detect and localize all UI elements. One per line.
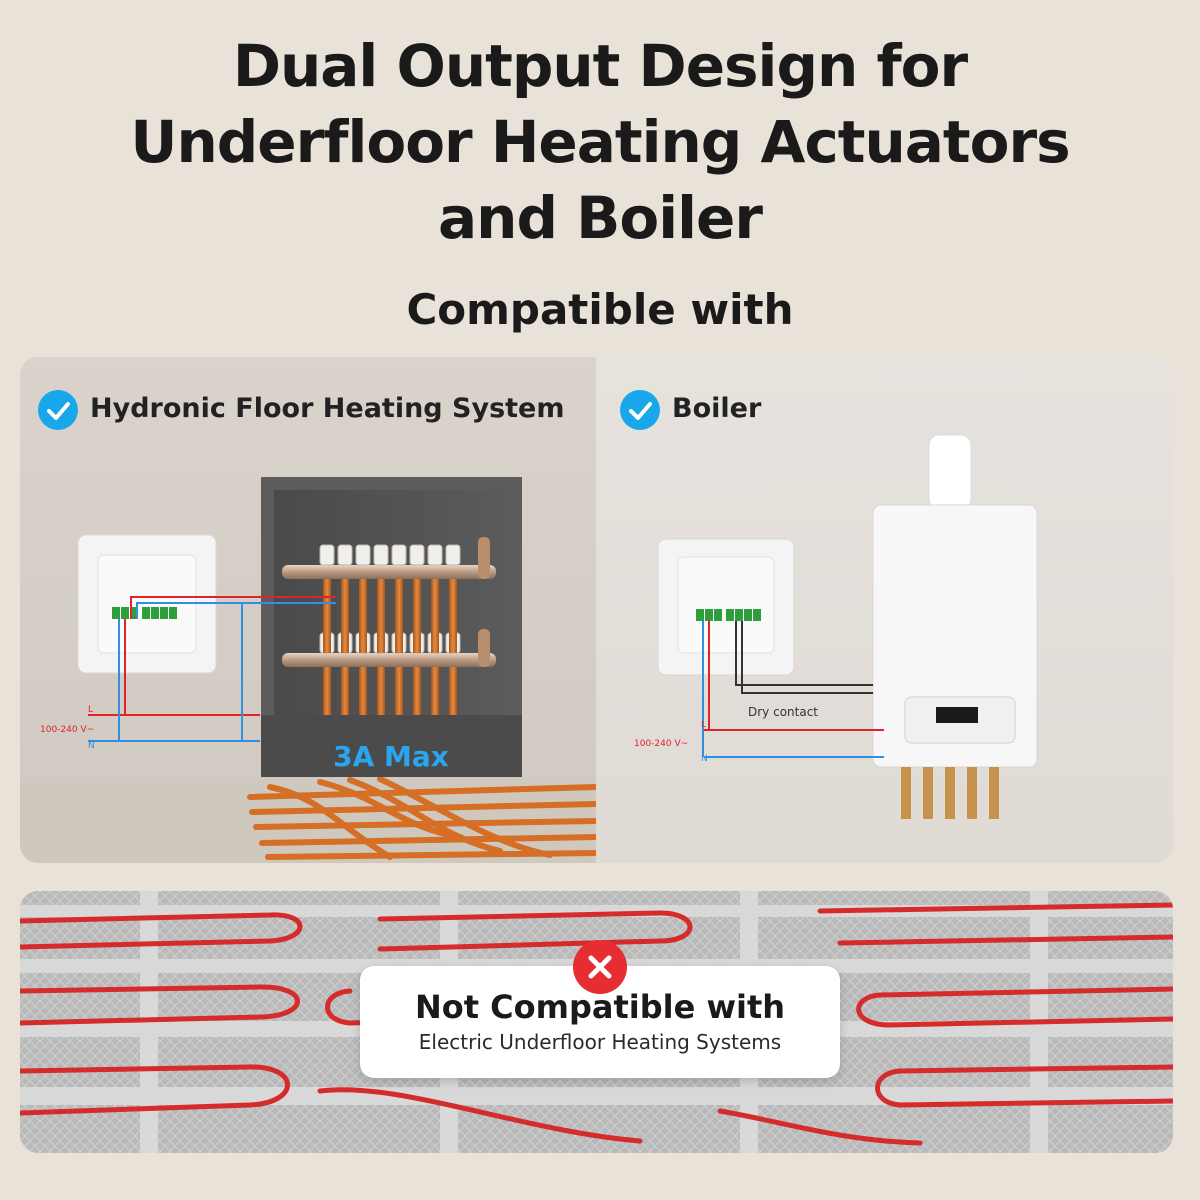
dry-contact-label: Dry contact xyxy=(748,705,818,719)
voltage-label: 100-240 V~ xyxy=(40,725,94,735)
wiring xyxy=(702,621,884,758)
max-current-label: 3A Max xyxy=(333,740,449,773)
voltage-label: 100-240 V~ xyxy=(634,739,688,749)
hydronic-diagram: L 100-240 V~ N 3A Max xyxy=(20,477,596,863)
check-icon xyxy=(620,390,660,430)
manifold-pipes xyxy=(323,579,457,715)
title-line-2: Underfloor Heating Actuators xyxy=(130,108,1070,176)
title-line-1: Dual Output Design for xyxy=(232,32,968,100)
x-icon xyxy=(573,940,627,994)
compatible-panels: L 100-240 V~ N 3A Max Hydronic Floor Hea… xyxy=(20,357,1173,863)
heating-cable xyxy=(20,902,1173,1146)
terminal-block xyxy=(112,607,177,619)
neutral-label: N xyxy=(701,754,708,764)
boiler-title: Boiler xyxy=(672,393,762,424)
boiler-diagram: Dry contact L 100-240 V~ N xyxy=(634,434,1038,819)
terminal-block xyxy=(696,609,761,621)
bottom-manifold xyxy=(282,653,496,667)
boiler-display xyxy=(936,707,978,723)
check-icon xyxy=(38,390,78,430)
not-compatible-card: Not Compatible with Electric Underfloor … xyxy=(360,966,840,1078)
boiler-flue xyxy=(928,434,972,510)
floor-heating-pipes xyxy=(247,776,596,860)
hydronic-panel: L 100-240 V~ N 3A Max Hydronic Floor Hea… xyxy=(20,357,596,863)
live-label: L xyxy=(701,720,706,730)
boiler-valves xyxy=(901,767,999,819)
title-line-3: and Boiler xyxy=(438,184,763,252)
wiring xyxy=(88,596,336,742)
boiler-panel: Dry contact L 100-240 V~ N Boiler xyxy=(596,357,1173,863)
top-manifold xyxy=(282,565,496,579)
cabinet-front-panel xyxy=(261,715,522,777)
not-compatible-subtitle: Electric Underfloor Heating Systems xyxy=(418,1030,782,1054)
not-compatible-title: Not Compatible with xyxy=(414,988,786,1026)
hydronic-title: Hydronic Floor Heating System xyxy=(90,393,565,424)
compatible-heading: Compatible with xyxy=(406,285,794,334)
neutral-label: N xyxy=(88,741,95,751)
page-title: Dual Output Design for Underfloor Heatin… xyxy=(0,28,1200,256)
live-label: L xyxy=(88,705,93,715)
